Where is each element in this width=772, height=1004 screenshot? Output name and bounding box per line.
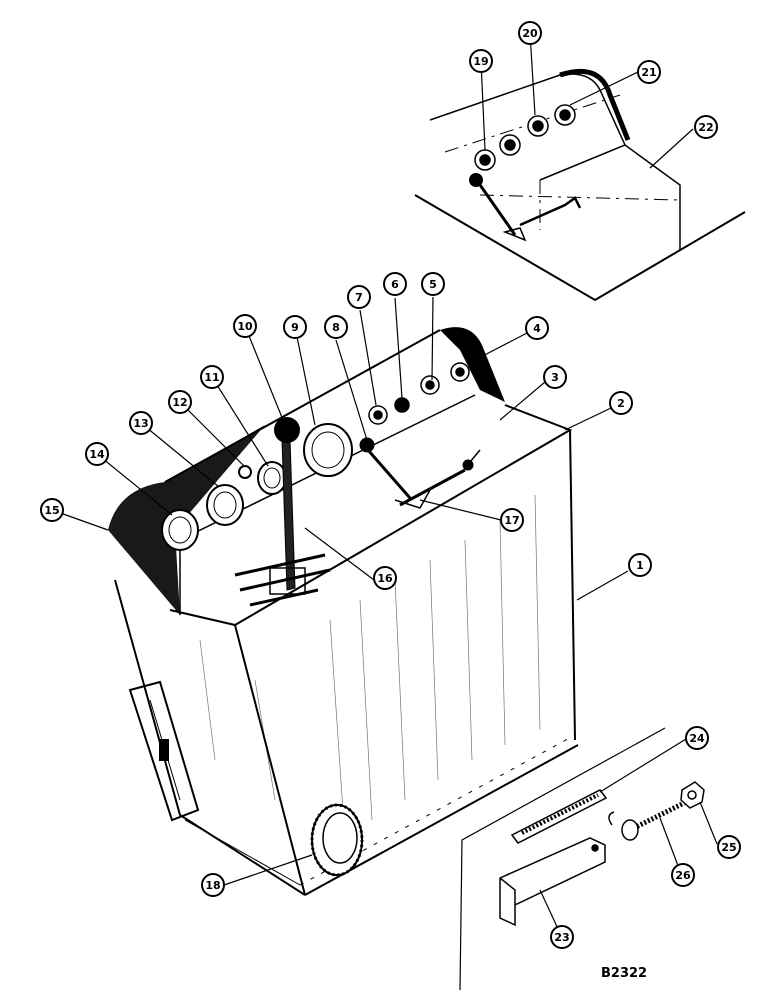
callout-3: 3 (543, 365, 567, 389)
callout-circle (550, 925, 574, 949)
callout-number: 6 (391, 278, 399, 291)
callout-circle (694, 115, 718, 139)
callout-layer: 1234567891011121314151617181920212223242… (40, 21, 741, 949)
callout-circle (685, 726, 709, 750)
callout-17: 17 (500, 508, 524, 532)
callout-circle (383, 272, 407, 296)
callout-number: 8 (332, 321, 340, 334)
callout-number: 2 (617, 397, 625, 410)
callout-6: 6 (383, 272, 407, 296)
callout-number: 5 (429, 278, 437, 291)
callout-circle (233, 314, 257, 338)
inset-switch-knobs (474, 104, 576, 171)
callout-4: 4 (525, 316, 549, 340)
callout-circle (373, 566, 397, 590)
callout-15: 15 (40, 498, 64, 522)
callout-1: 1 (628, 553, 652, 577)
callout-9: 9 (283, 315, 307, 339)
secondary-levers (359, 437, 481, 509)
callout-circle (324, 315, 348, 339)
callout-5: 5 (421, 272, 445, 296)
callout-number: 12 (172, 396, 187, 409)
callout-20: 20 (518, 21, 542, 45)
callout-number: 21 (641, 66, 656, 79)
callout-circle (525, 316, 549, 340)
callout-circle (717, 835, 741, 859)
callout-24: 24 (685, 726, 709, 750)
callout-number: 20 (522, 27, 538, 40)
callout-number: 17 (504, 514, 519, 527)
callout-circle (168, 390, 192, 414)
callout-22: 22 (694, 115, 718, 139)
callout-number: 26 (675, 869, 691, 882)
callout-circle (518, 21, 542, 45)
callout-number: 19 (473, 55, 488, 68)
callout-18: 18 (201, 873, 225, 897)
inset-detail-view (414, 68, 746, 302)
callout-number: 14 (89, 448, 105, 461)
callout-circle (671, 863, 695, 887)
callout-8: 8 (324, 315, 348, 339)
callout-11: 11 (200, 365, 224, 389)
callout-number: 24 (689, 732, 705, 745)
drawing-id-label: B2322 (601, 966, 647, 981)
callout-circle (628, 553, 652, 577)
callout-number: 15 (44, 504, 59, 517)
callout-circle (609, 391, 633, 415)
side-bracket (128, 680, 200, 822)
callout-25: 25 (717, 835, 741, 859)
callout-number: 22 (698, 121, 713, 134)
callout-number: 1 (636, 559, 644, 572)
callout-23: 23 (550, 925, 574, 949)
callout-13: 13 (129, 411, 153, 435)
callout-number: 18 (205, 879, 220, 892)
callout-number: 13 (133, 417, 148, 430)
callout-circle (500, 508, 524, 532)
callout-number: 7 (355, 291, 363, 304)
callout-circle (637, 60, 661, 84)
callout-number: 10 (237, 320, 253, 333)
callout-circle (421, 272, 445, 296)
callout-2: 2 (609, 391, 633, 415)
callout-number: 3 (551, 371, 559, 384)
callout-number: 16 (377, 572, 393, 585)
main-lever (234, 417, 331, 607)
callout-circle (200, 365, 224, 389)
callout-number: 9 (291, 321, 299, 334)
body-shading (199, 494, 541, 841)
leader-lines (51, 32, 718, 932)
callout-14: 14 (85, 442, 109, 466)
callout-circle (129, 411, 153, 435)
callout-number: 25 (721, 841, 736, 854)
callout-circle (40, 498, 64, 522)
callout-circle (283, 315, 307, 339)
console-body (114, 404, 579, 896)
callout-19: 19 (469, 49, 493, 73)
instrument-cowl (108, 327, 505, 615)
callout-circle (85, 442, 109, 466)
callout-21: 21 (637, 60, 661, 84)
callout-7: 7 (347, 285, 371, 309)
callout-circle (347, 285, 371, 309)
callout-circle (201, 873, 225, 897)
callout-16: 16 (373, 566, 397, 590)
callout-number: 4 (533, 322, 541, 335)
callout-circle (543, 365, 567, 389)
hardware-detail (459, 727, 705, 991)
callout-10: 10 (233, 314, 257, 338)
callout-number: 23 (554, 931, 569, 944)
callout-12: 12 (168, 390, 192, 414)
callout-circle (469, 49, 493, 73)
callout-26: 26 (671, 863, 695, 887)
cowl-switches (368, 362, 470, 425)
inspection-cover (310, 803, 364, 877)
gauges (161, 423, 353, 551)
callout-number: 11 (204, 371, 219, 384)
